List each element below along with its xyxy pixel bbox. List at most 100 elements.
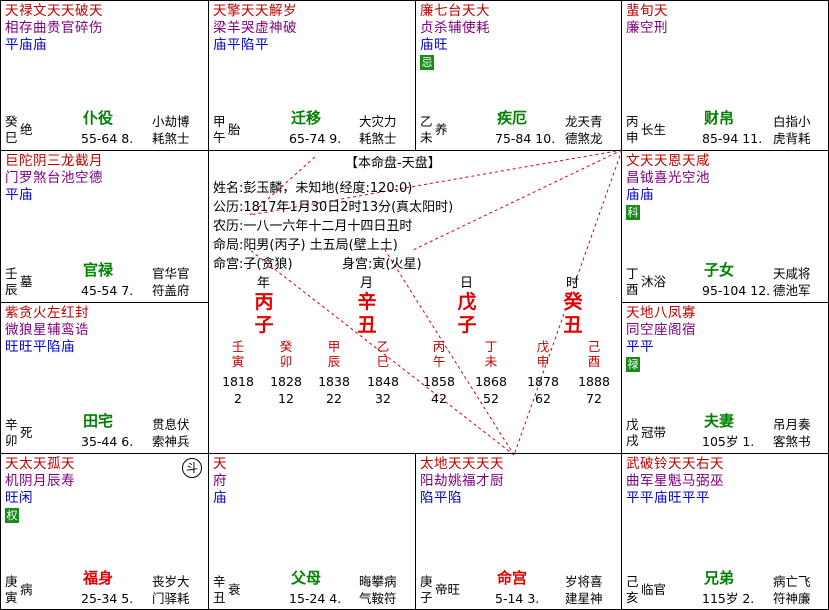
grid-line-v3 [621, 0, 622, 610]
grid-line-h1 [0, 150, 829, 151]
life-stage: 临官 [641, 582, 667, 597]
star-row-1: 武破铃天天右天 [626, 456, 724, 472]
star-row-1: 紫贪火左红封 [5, 305, 89, 321]
minor-stars-2: 耗煞士 [152, 131, 190, 146]
decade-age: 72 [586, 391, 602, 406]
minor-stars-1: 天咸将 [773, 266, 811, 281]
star-row-3: 庙平陷平 [213, 37, 269, 53]
star-row-1: 文天天恩天咸 [626, 153, 710, 169]
sihua-badge: 忌 [420, 55, 434, 70]
decade-year: 1858 [423, 374, 455, 389]
palace-stem-branch: 癸巳 [5, 114, 18, 145]
decade-age: 32 [375, 391, 391, 406]
star-row-2: 同空座阁宿 [626, 322, 696, 338]
palace-stem-branch: 丁酉 [626, 266, 639, 297]
decade-branch: 午 [432, 354, 446, 369]
decade-age: 42 [431, 391, 447, 406]
decade-year: 1828 [270, 374, 302, 389]
palace-name: 仆役 [83, 109, 114, 127]
grid-line-top [0, 0, 829, 1]
minor-stars-1: 晦攀病 [359, 574, 397, 589]
star-row-1: 天擎天天解岁 [213, 3, 297, 19]
minor-stars-1: 岁将喜 [565, 574, 603, 589]
star-row-3: 平庙庙 [5, 37, 47, 53]
minor-stars-1: 龙天青 [565, 114, 603, 129]
star-row-1: 天禄文天天破天 [5, 3, 103, 19]
pillar-stem: 丙 [254, 291, 274, 313]
decade-age: 52 [483, 391, 499, 406]
decade-age: 62 [535, 391, 551, 406]
age-range: 105岁 1. [702, 434, 755, 449]
life-stage: 养 [435, 122, 448, 137]
star-row-3: 旺旺平陷庙 [5, 339, 75, 355]
dou-marker: 斗 [182, 458, 202, 478]
minor-stars-1: 大灾力 [359, 114, 397, 129]
life-stage: 死 [20, 425, 33, 440]
palace-name: 夫妻 [704, 412, 735, 430]
star-row-2: 门罗煞台池空德 [5, 170, 103, 186]
star-row-2: 梁羊哭虚神破 [213, 20, 297, 36]
decade-branch: 卯 [279, 354, 293, 369]
palace-name: 官禄 [83, 261, 114, 279]
minor-stars-1: 病亡飞 [773, 574, 811, 589]
grid-line-v1-bottom [208, 453, 209, 610]
decade-stem: 丙 [432, 339, 446, 354]
age-range: 5-14 3. [495, 591, 540, 606]
star-row-1: 巨陀阴三龙截月 [5, 153, 103, 169]
grid-line-v1-mid [208, 150, 209, 453]
age-range: 75-84 10. [495, 131, 556, 146]
star-row-2: 昌钺喜光空池 [626, 170, 710, 186]
star-row-2: 微狼星辅鸾诰 [5, 322, 89, 338]
life-stage: 墓 [20, 274, 33, 289]
sihua-badge: 禄 [626, 357, 640, 372]
age-range: 95-104 12. [702, 283, 771, 298]
sihua-badge: 权 [5, 508, 19, 523]
decade-age: 2 [234, 391, 242, 406]
star-row-3: 庙 [213, 490, 227, 506]
minor-stars-2: 建星神 [565, 591, 603, 606]
age-range: 45-54 7. [81, 283, 134, 298]
age-range: 115岁 2. [702, 591, 755, 606]
star-row-2: 曲军星魁马弼巫 [626, 473, 724, 489]
star-row-2: 贞杀辅使耗 [420, 20, 490, 36]
pillar-label: 日 [460, 276, 474, 291]
grid-line-v2-bottom [415, 453, 416, 610]
palace-name: 财帛 [704, 109, 735, 127]
minor-stars-1: 吊月奏 [773, 417, 811, 432]
palace-name: 父母 [291, 569, 322, 587]
pillar-label: 年 [257, 276, 271, 291]
decade-year: 1888 [578, 374, 610, 389]
sihua-badge: 科 [626, 205, 640, 220]
palace-name: 命宫 [497, 569, 528, 587]
life-stage: 胎 [228, 122, 241, 137]
star-row-3: 庙旺 [420, 37, 448, 53]
age-range: 65-74 9. [289, 131, 342, 146]
star-row-2: 廉空刑 [626, 20, 668, 36]
star-row-1: 天太天孤天 [5, 456, 75, 472]
grid-line-h3 [0, 453, 829, 454]
lunar-info: 农历:一八一六年十二月十四日丑时 [213, 219, 413, 234]
decade-stem: 癸 [279, 339, 293, 354]
minor-stars-1: 白指小 [773, 114, 811, 129]
